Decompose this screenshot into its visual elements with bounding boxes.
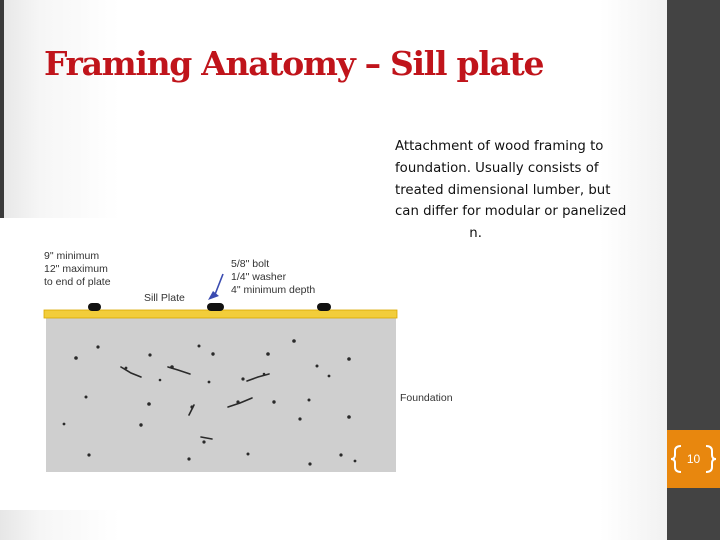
aggregate-streaks — [120, 366, 270, 440]
description-text: Attachment of wood framing to foundation… — [395, 139, 627, 241]
bracket-icon — [670, 445, 717, 473]
foundation-label: Foundation — [400, 392, 453, 404]
edge-distance-line-3: to end of plate — [44, 276, 111, 288]
edge-distance-line-2: 12" maximum — [44, 263, 108, 275]
foundation-block — [46, 318, 396, 472]
diagram-drawing — [43, 273, 398, 472]
sill-plate-label: Sill Plate — [144, 292, 185, 304]
edge-distance-line-1: 9" minimum — [44, 250, 100, 262]
bolt-spec-label: 5/8" bolt 1/4" washer 4" minimum depth — [231, 258, 315, 297]
accent-band — [667, 430, 720, 488]
bolt-spec-line-1: 5/8" bolt — [231, 258, 270, 270]
sill-plate-board — [43, 309, 398, 319]
bolt-spec-line-2: 1/4" washer — [231, 271, 287, 283]
sill-plate-diagram: 9" minimum 12" maximum to end of plate S… — [0, 218, 470, 510]
arrow-head-icon — [208, 291, 219, 300]
anchor-bolt-left — [88, 303, 101, 311]
page-number-badge: 10 — [667, 430, 720, 488]
slide-title: Framing Anatomy – Sill plate — [44, 44, 545, 83]
anchor-bolt-right — [317, 303, 331, 311]
aggregate-specks — [62, 339, 357, 466]
left-edge-shadow — [0, 0, 4, 220]
edge-distance-label: 9" minimum 12" maximum to end of plate — [44, 250, 111, 289]
bolt-spec-line-3: 4" minimum depth — [231, 284, 316, 296]
page-number: 10 — [686, 452, 701, 466]
anchor-bolt-middle — [207, 303, 224, 311]
